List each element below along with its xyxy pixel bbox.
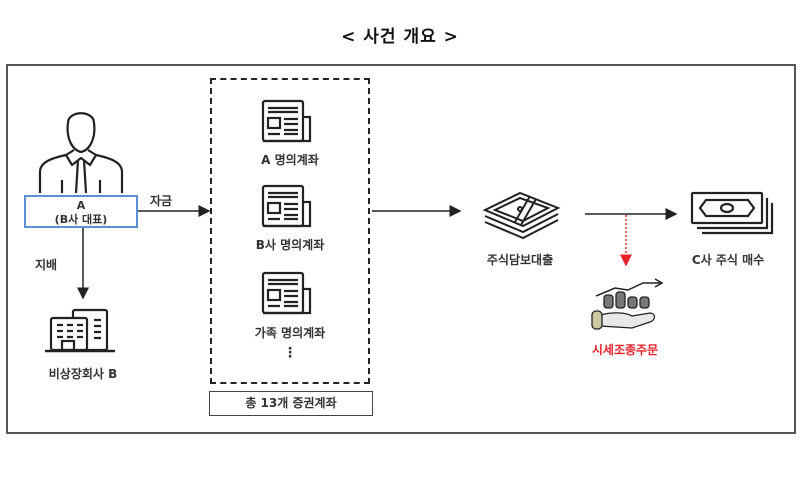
- control-label: 지배: [35, 258, 58, 272]
- diagram-title: < 사건 개요 >: [341, 27, 459, 47]
- hand-chart-icon: [591, 278, 664, 330]
- accounts-total-box: 총 13개 증권계좌: [209, 391, 373, 416]
- accounts-ellipsis: ⋮: [283, 345, 297, 361]
- purchase-label: C사 주식 매수: [691, 253, 765, 267]
- document-icon: [261, 99, 312, 143]
- manipulation-label: 시세조종주문: [591, 343, 659, 357]
- person-role: (B사 대표): [54, 213, 108, 226]
- banknote-icon: [690, 191, 774, 235]
- document-icon: [261, 184, 312, 228]
- building-icon: [45, 308, 115, 353]
- diagram-frame: [6, 64, 796, 434]
- person-name: A: [76, 199, 86, 212]
- company-label: 비상장회사 B: [48, 367, 118, 381]
- account-label: 가족 명의계좌: [254, 326, 326, 340]
- person-box: A (B사 대표): [24, 195, 138, 228]
- accounts-group: [210, 78, 370, 384]
- account-label: A 명의계좌: [261, 153, 319, 167]
- loan-label: 주식담보대출: [486, 253, 554, 267]
- account-label: B사 명의계좌: [255, 238, 325, 252]
- fund-label: 자금: [150, 194, 173, 208]
- money-stack-icon: [482, 191, 561, 240]
- person-icon: [38, 112, 124, 194]
- document-icon: [261, 271, 312, 315]
